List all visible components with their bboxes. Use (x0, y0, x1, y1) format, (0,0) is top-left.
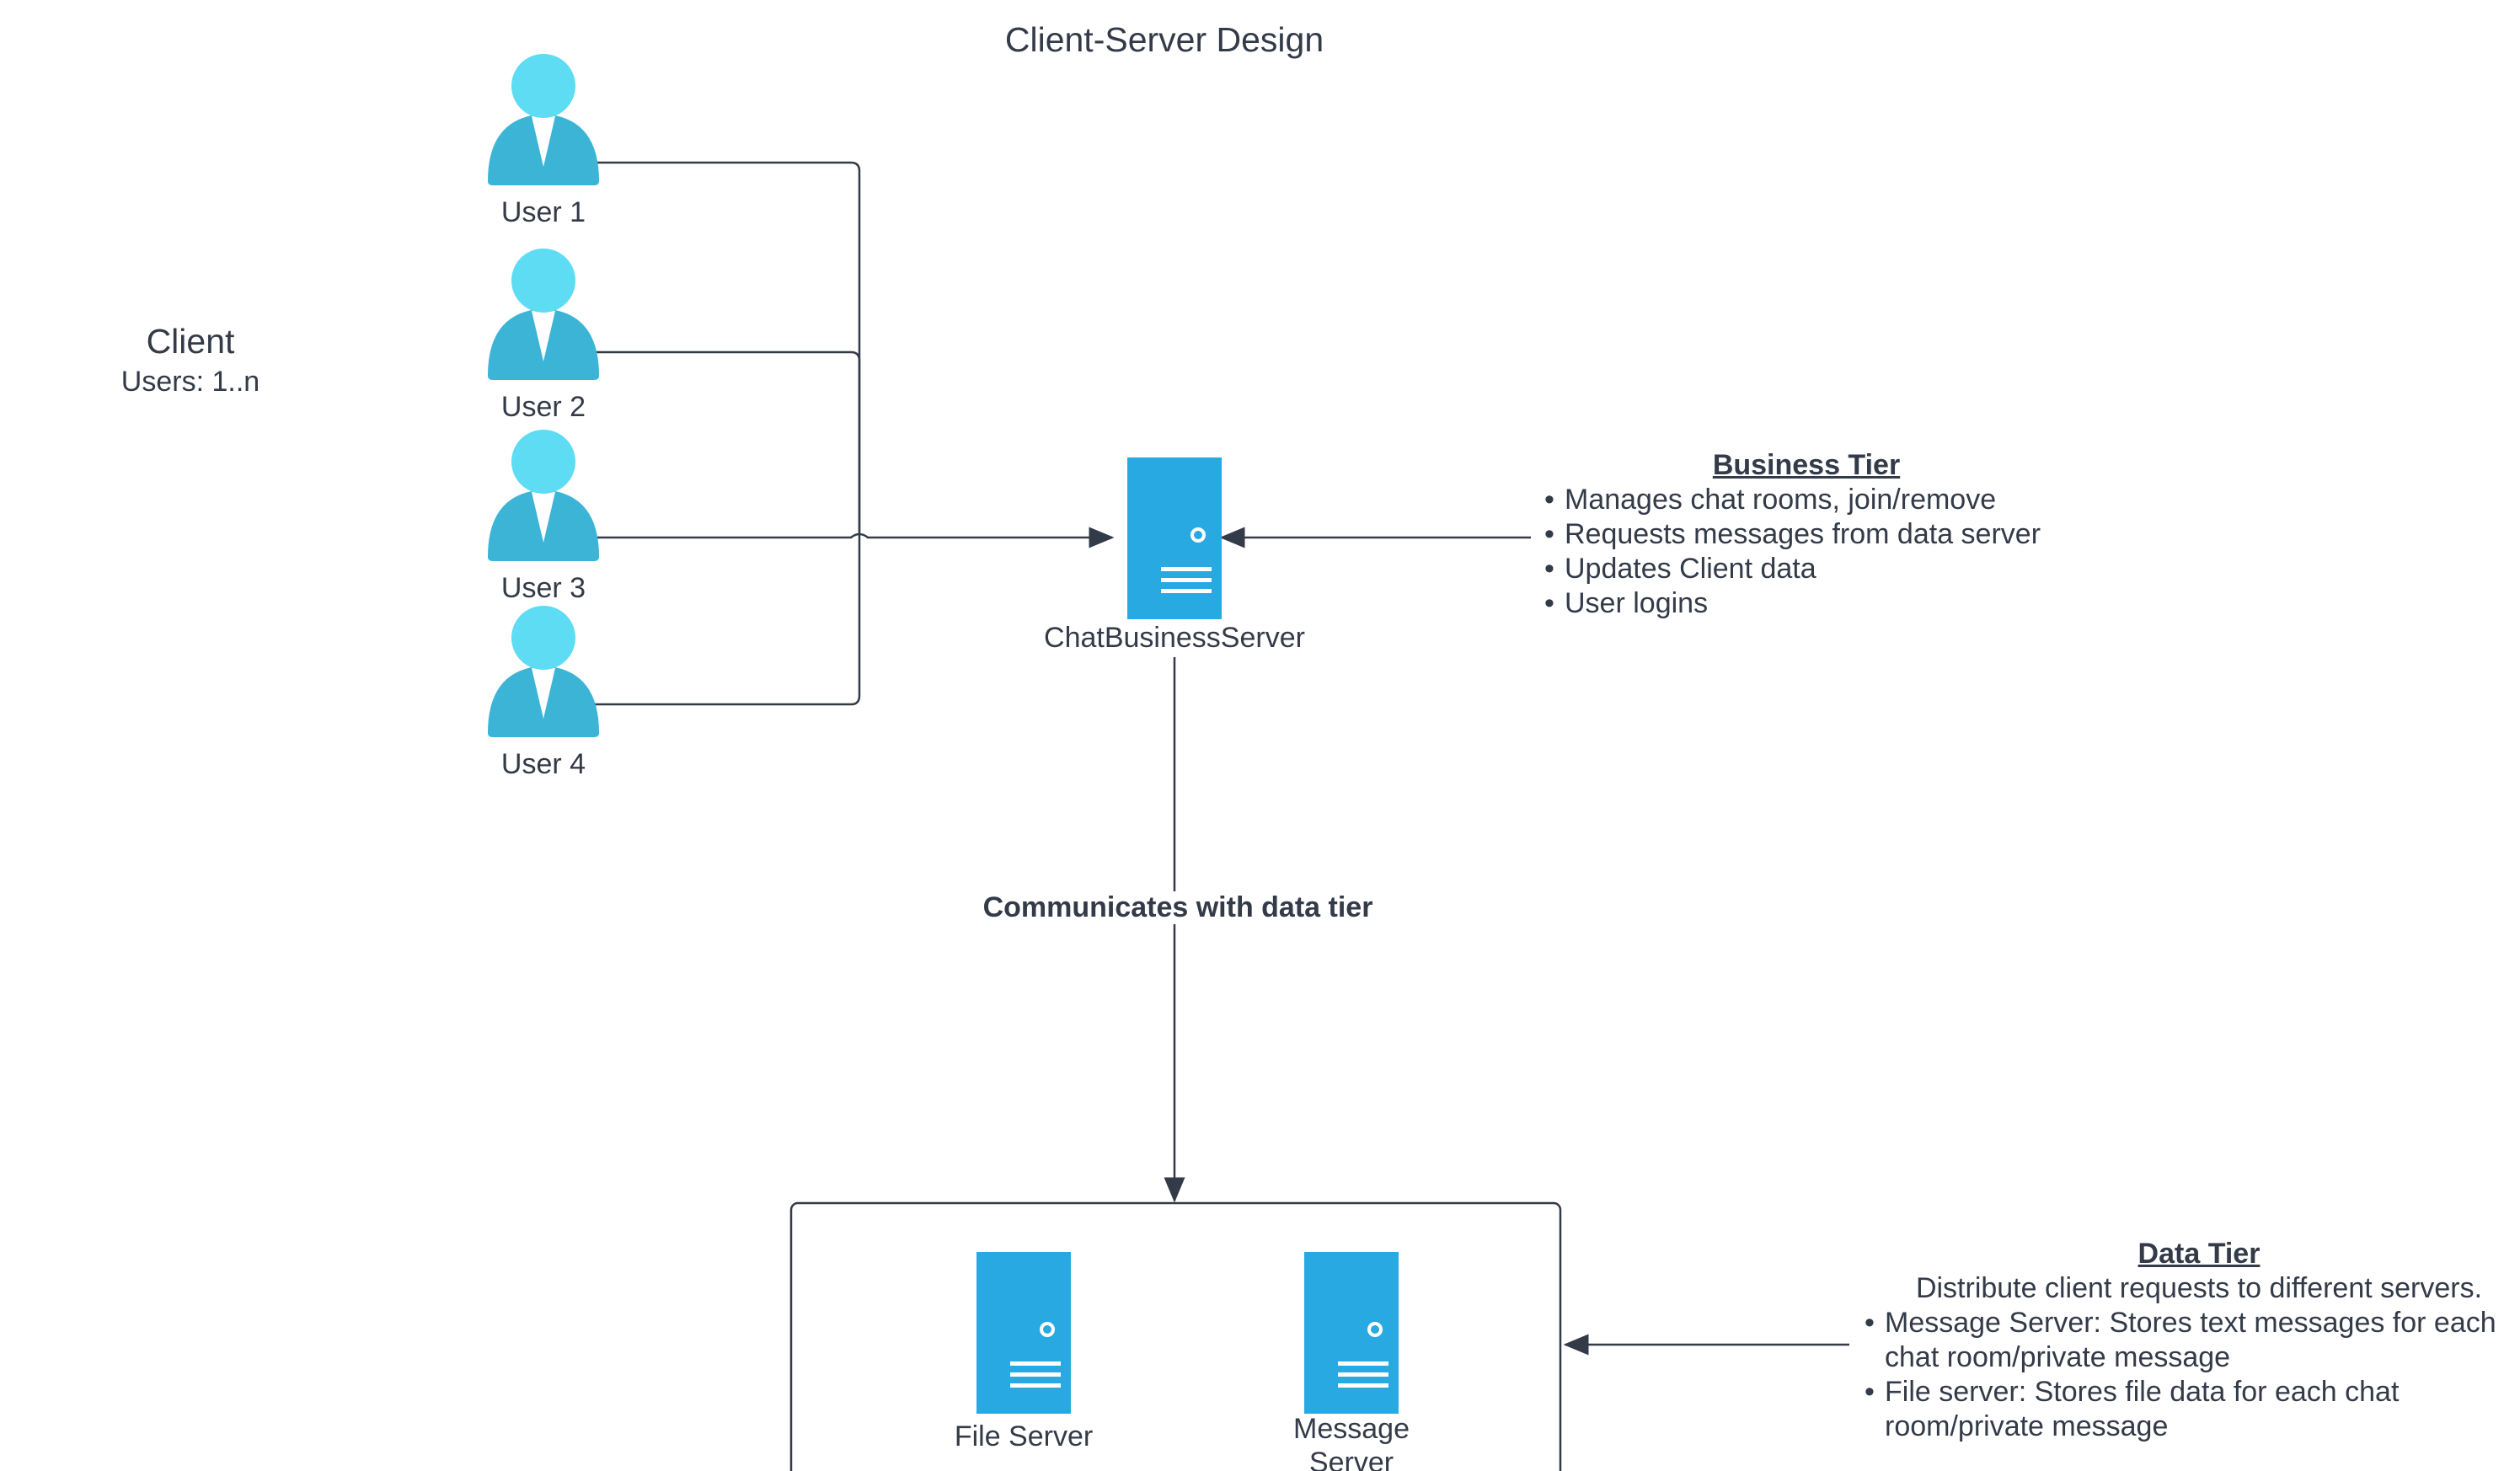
data-tier-list: Message Server: Stores text messages for… (1865, 1306, 2496, 1444)
message-server-label-line2: Server (1308, 1447, 1394, 1471)
user-label: User 3 (500, 572, 586, 604)
file-server-icon (975, 1250, 1073, 1415)
diagram-title: Client-Server Design (1004, 20, 1324, 59)
user-label: User 4 (500, 748, 586, 780)
data-tier-container (789, 1201, 1562, 1471)
user1-connector (590, 161, 861, 532)
client-subtitle: Users: 1..n (120, 366, 260, 398)
data-tier-item-line: File server: Stores file data for each c… (1885, 1376, 2400, 1408)
user-person-icon (488, 54, 599, 185)
data-tier-item-line: chat room/private message (1885, 1341, 2231, 1373)
user3-connector (590, 527, 1115, 548)
user4-connector (590, 532, 861, 706)
user2-connector (590, 350, 861, 532)
message-server-label-line1: Message (1293, 1413, 1410, 1445)
data-tier-item-line: room/private message (1885, 1410, 2169, 1442)
user-connectors (590, 161, 1115, 706)
user-label: User 2 (500, 391, 586, 423)
chat-business-server-label: ChatBusinessServer (1006, 622, 1343, 655)
business-tier-item: Updates Client data (1544, 552, 2041, 586)
file-server-label: File Server (954, 1420, 1094, 1452)
message-server-icon (1303, 1250, 1400, 1415)
user-person-icon (488, 249, 599, 380)
data-tier-intro: Distribute client requests to different … (1915, 1272, 2483, 1304)
business-tier-item: Requests messages from data server (1544, 517, 2041, 552)
business-tier-list: Manages chat rooms, join/remove Requests… (1544, 483, 2041, 621)
chat-business-server-icon (1126, 456, 1223, 621)
business-tier-item: User logins (1544, 586, 2041, 621)
data-tier-item-line: Message Server: Stores text messages for… (1885, 1307, 2496, 1339)
data-tier-item: Message Server: Stores text messages for… (1865, 1306, 2496, 1375)
data-tier-item: File server: Stores file data for each c… (1865, 1375, 2496, 1444)
connector-label: Communicates with data tier (964, 891, 1392, 924)
data-tier-heading: Data Tier (2137, 1238, 2261, 1270)
user-person-icon (488, 430, 599, 561)
business-tier-item: Manages chat rooms, join/remove (1544, 483, 2041, 517)
business-tier-heading: Business Tier (1712, 449, 1901, 481)
user-person-icon (488, 606, 599, 737)
user-label: User 1 (500, 196, 586, 228)
client-title: Client (146, 322, 235, 361)
